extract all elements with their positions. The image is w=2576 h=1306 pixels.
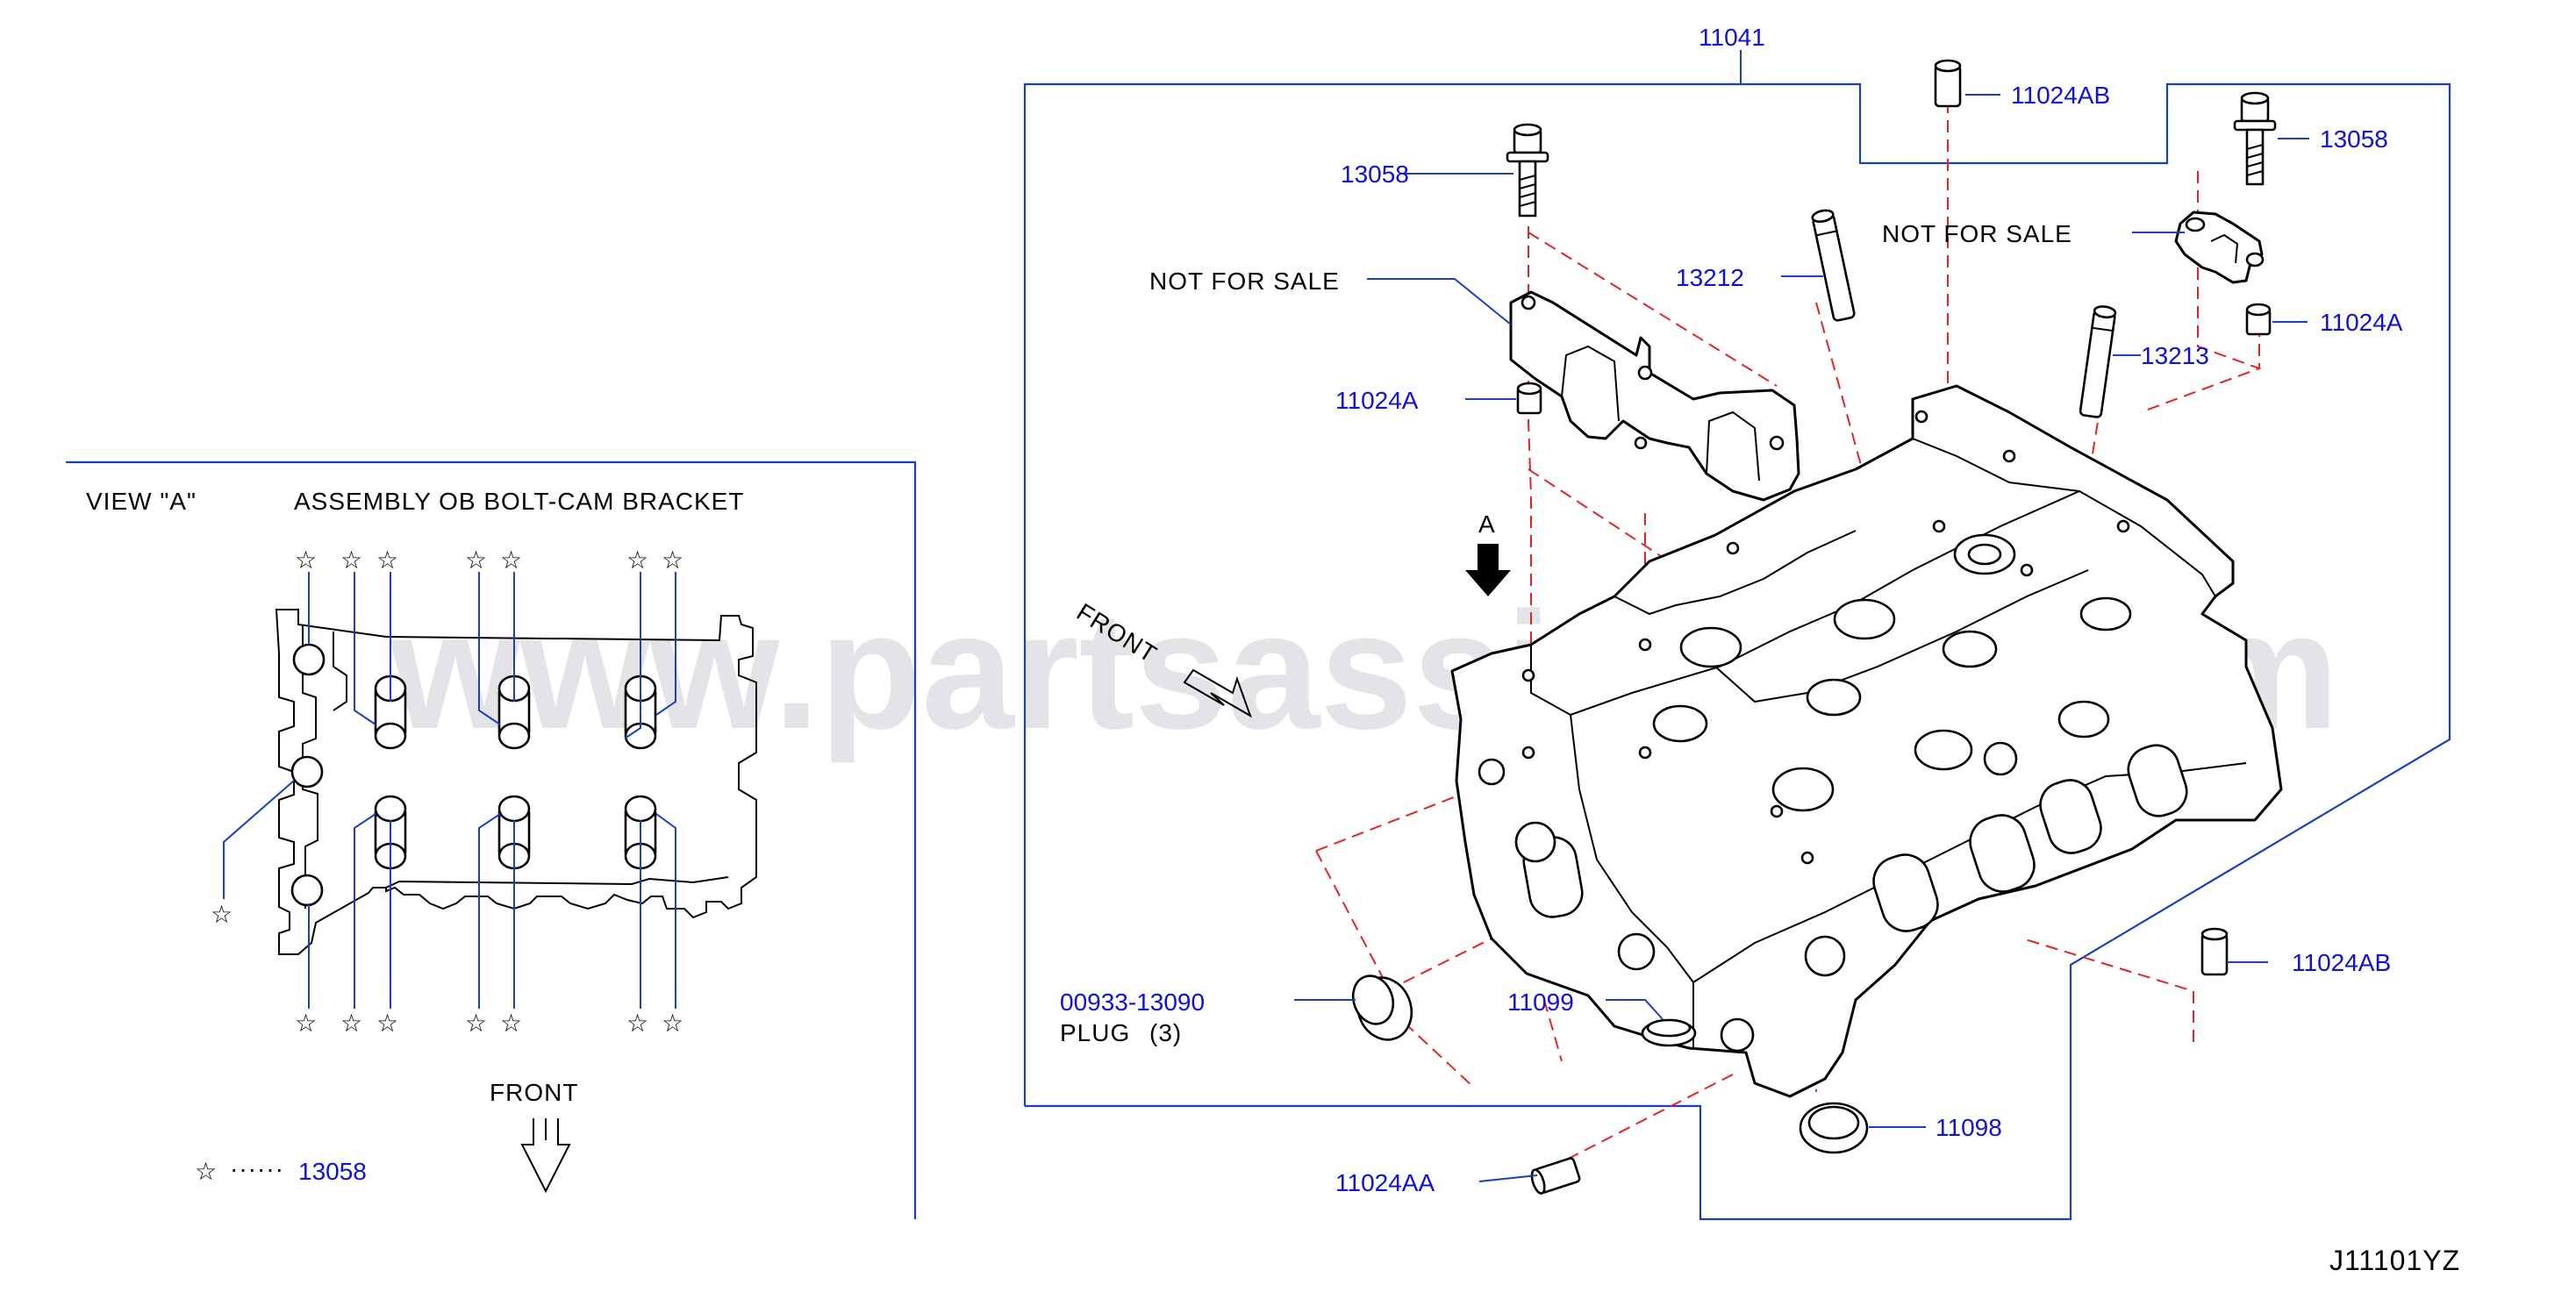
part-13212[interactable]: 13212 bbox=[1676, 264, 1744, 291]
left-bracket-detail bbox=[1510, 316, 1760, 482]
valve-guide-13212 bbox=[1811, 209, 1856, 322]
head-cam-rail-mid bbox=[1714, 569, 2089, 703]
view-a-arrow-label: A bbox=[1478, 510, 1496, 538]
part-leaders bbox=[1294, 94, 2309, 1182]
head-cam-rail-left bbox=[1614, 530, 1857, 616]
star-marker: ☆ bbox=[662, 1010, 684, 1037]
view-a-front-label: FRONT bbox=[490, 1079, 578, 1106]
right-bracket-hole bbox=[2185, 217, 2206, 232]
bracket-bolt-hole bbox=[292, 643, 326, 676]
part-11024A-right[interactable]: 11024A bbox=[2320, 309, 2403, 336]
part-11024A-left[interactable]: 11024A bbox=[1335, 387, 1419, 414]
plug-00933-13090 bbox=[1351, 974, 1413, 1041]
view-a-arrow-icon bbox=[1465, 544, 1511, 596]
plug-label: PLUG bbox=[1060, 1019, 1130, 1046]
view-a-stars-bottom: ☆ ☆ ☆ ☆ ☆ ☆ ☆ ☆ bbox=[211, 901, 684, 1037]
star-marker: ☆ bbox=[626, 546, 649, 574]
left-bracket-hole bbox=[1637, 365, 1653, 381]
seal-11098 bbox=[1799, 1102, 1869, 1154]
seal-11099 bbox=[1641, 1018, 1697, 1047]
bolt-13058-left bbox=[1506, 123, 1549, 218]
star-marker: ☆ bbox=[340, 1010, 363, 1037]
view-a-panel: VIEW "A" ASSEMBLY OB BOLT-CAM BRACKET bbox=[66, 460, 917, 1219]
dowel-11024AB-top bbox=[1934, 59, 1962, 108]
left-bracket-hole bbox=[1769, 435, 1785, 451]
legend-star: ☆ bbox=[195, 1158, 218, 1185]
head-ports bbox=[1478, 741, 2188, 1053]
star-marker: ☆ bbox=[376, 546, 399, 574]
part-11024AB-top[interactable]: 11024AB bbox=[2011, 82, 2110, 109]
head-rear-edge bbox=[1912, 438, 2080, 492]
dowel-11024AB-right bbox=[2200, 927, 2229, 976]
bracket-lower-edge bbox=[385, 876, 729, 889]
valve-guide-13213 bbox=[2079, 305, 2117, 418]
right-bracket-hole bbox=[2245, 252, 2265, 268]
not-for-sale-left: NOT FOR SALE bbox=[1149, 268, 1340, 295]
right-bracket-detail bbox=[2210, 233, 2239, 264]
head-bolt-holes bbox=[1521, 410, 2130, 865]
bolt-13058-right bbox=[2233, 91, 2277, 186]
star-marker: ☆ bbox=[211, 901, 233, 928]
plug-quantity: (3) bbox=[1149, 1019, 1182, 1046]
star-marker: ☆ bbox=[662, 546, 684, 574]
dowel-11024A-right bbox=[2245, 303, 2272, 336]
view-a-leaders bbox=[223, 572, 676, 1009]
part-11098[interactable]: 11098 bbox=[1936, 1114, 2002, 1141]
part-13058-left[interactable]: 13058 bbox=[1341, 161, 1409, 188]
assembly-frame bbox=[1023, 82, 2451, 1221]
part-11024AB-right[interactable]: 11024AB bbox=[2292, 949, 2391, 976]
dowel-11024A-left bbox=[1516, 382, 1542, 415]
part-00933-13090[interactable]: 00933-13090 bbox=[1060, 988, 1205, 1016]
star-marker: ☆ bbox=[340, 546, 363, 574]
right-cam-bracket bbox=[2174, 211, 2265, 284]
bracket-bolt-hole bbox=[290, 874, 324, 907]
star-marker: ☆ bbox=[465, 546, 488, 574]
bracket-rib bbox=[333, 632, 347, 711]
view-a-title: VIEW "A" bbox=[86, 488, 197, 515]
head-cam-journals bbox=[1652, 533, 2132, 812]
not-for-sale-right: NOT FOR SALE bbox=[1882, 220, 2072, 247]
star-marker: ☆ bbox=[376, 1010, 399, 1037]
star-marker: ☆ bbox=[295, 1010, 318, 1037]
star-marker: ☆ bbox=[500, 546, 523, 574]
part-13213[interactable]: 13213 bbox=[2141, 342, 2209, 369]
cam-bracket-outline bbox=[275, 609, 757, 955]
left-bracket-hole bbox=[1521, 295, 1536, 310]
left-bracket-hole bbox=[1634, 436, 1648, 450]
legend-dots: ······ bbox=[230, 1155, 284, 1182]
main-assembly: A FRONT 11041 11024AB 13058 13058 13212 bbox=[1023, 24, 2451, 1221]
part-13058-right[interactable]: 13058 bbox=[2320, 125, 2388, 153]
star-marker: ☆ bbox=[500, 1010, 523, 1037]
star-marker: ☆ bbox=[295, 546, 318, 574]
head-body bbox=[1450, 384, 2283, 1098]
front-arrow-icon bbox=[1183, 668, 1252, 718]
left-cam-bracket bbox=[1509, 290, 1800, 502]
legend-part-number: 13058 bbox=[298, 1158, 367, 1185]
view-a-stars-top: ☆ ☆ ☆ ☆ ☆ ☆ ☆ bbox=[295, 546, 684, 574]
bracket-bolt-hole bbox=[290, 755, 324, 789]
star-marker: ☆ bbox=[626, 1010, 649, 1037]
view-a-subtitle: ASSEMBLY OB BOLT-CAM BRACKET bbox=[294, 488, 744, 515]
left-bracket-body bbox=[1509, 290, 1800, 502]
cylinder-head bbox=[1450, 384, 2283, 1098]
star-marker: ☆ bbox=[465, 1010, 488, 1037]
part-11099[interactable]: 11099 bbox=[1507, 988, 1574, 1016]
view-a-frame bbox=[66, 460, 917, 1219]
diagram-code: J11101YZ bbox=[2329, 1245, 2460, 1276]
part-11041[interactable]: 11041 bbox=[1699, 24, 1765, 51]
front-arrow-icon bbox=[520, 1118, 571, 1194]
part-11024AA[interactable]: 11024AA bbox=[1335, 1169, 1435, 1196]
